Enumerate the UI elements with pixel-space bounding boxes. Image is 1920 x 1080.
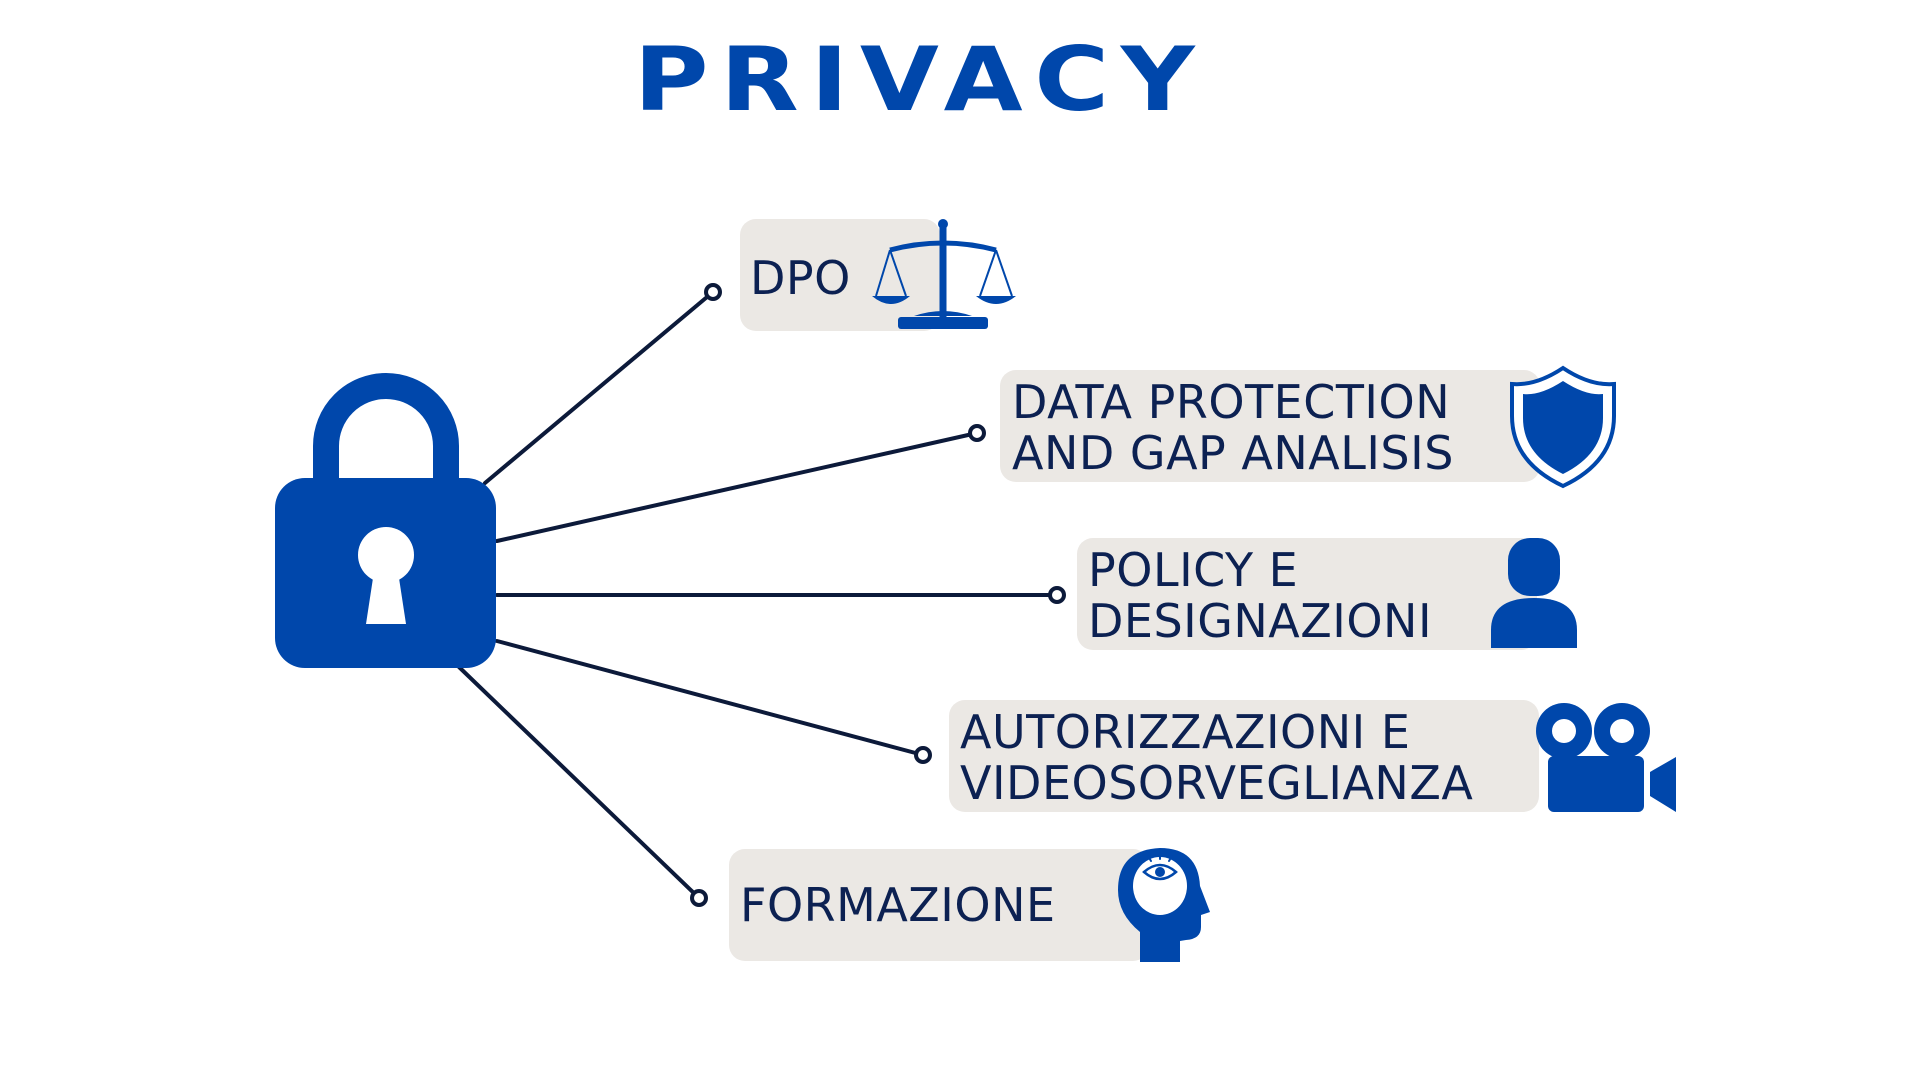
connectors [457, 283, 1066, 907]
connector-line-data-protection [495, 431, 979, 543]
svg-text:DATA PROTECTION AND GAP: DATA PROTECTION AND GAP ANALISIS [1012, 375, 1465, 480]
page-title: PRIVACY [633, 28, 1207, 131]
node-label-line: DPO [750, 251, 851, 305]
node-box [949, 700, 1539, 812]
node-policy: POLICY E DESIGNAZIONI [1077, 538, 1577, 650]
person-icon [1491, 538, 1577, 648]
node-box [1077, 538, 1537, 650]
node-label-line: AUTORIZZAZIONI E [960, 705, 1410, 759]
svg-text:AUTORIZZAZIONI E VIDEOSO: AUTORIZZAZIONI E VIDEOSORVEGLIANZA [960, 705, 1473, 810]
node-label-line: AND GAP ANALISIS [1012, 426, 1454, 480]
node-label-line: DATA PROTECTION [1012, 375, 1450, 429]
connector-line-formazione [457, 665, 701, 900]
svg-text:FORMAZIONE: FORMAZIONE [740, 878, 1056, 932]
connector-line-dpo [483, 290, 715, 485]
node-label-line: DESIGNAZIONI [1088, 594, 1432, 648]
svg-text:POLICY E DESIGNAZIONI: POLICY E DESIGNAZIONI [1088, 543, 1432, 648]
connector-dot-policy [1048, 586, 1066, 604]
connector-line-autorizzazioni [495, 639, 925, 757]
svg-text:DPO: DPO [750, 251, 851, 305]
connector-dot-formazione [690, 889, 708, 907]
node-data-protection: DATA PROTECTION AND GAP ANALISIS [1000, 365, 1616, 489]
node-label-line: FORMAZIONE [740, 878, 1056, 932]
node-autorizzazioni: AUTORIZZAZIONI E VIDEOSORVEGLIANZA [949, 700, 1676, 812]
connector-dot-data-protection [968, 424, 986, 442]
node-label-line: VIDEOSORVEGLIANZA [960, 756, 1473, 810]
node-box [1000, 370, 1540, 482]
head-with-eye-icon [1118, 848, 1210, 962]
connector-dot-dpo [704, 283, 722, 301]
padlock-icon [275, 373, 496, 668]
scales-of-justice-icon [872, 219, 1016, 329]
node-label-line: POLICY E [1088, 543, 1298, 597]
connector-dot-autorizzazioni [914, 746, 932, 764]
shield-icon [1510, 365, 1616, 489]
node-dpo: DPO [740, 219, 1016, 331]
node-formazione: FORMAZIONE [729, 848, 1210, 962]
node-box [729, 849, 1149, 961]
video-camera-icon [1536, 703, 1676, 812]
